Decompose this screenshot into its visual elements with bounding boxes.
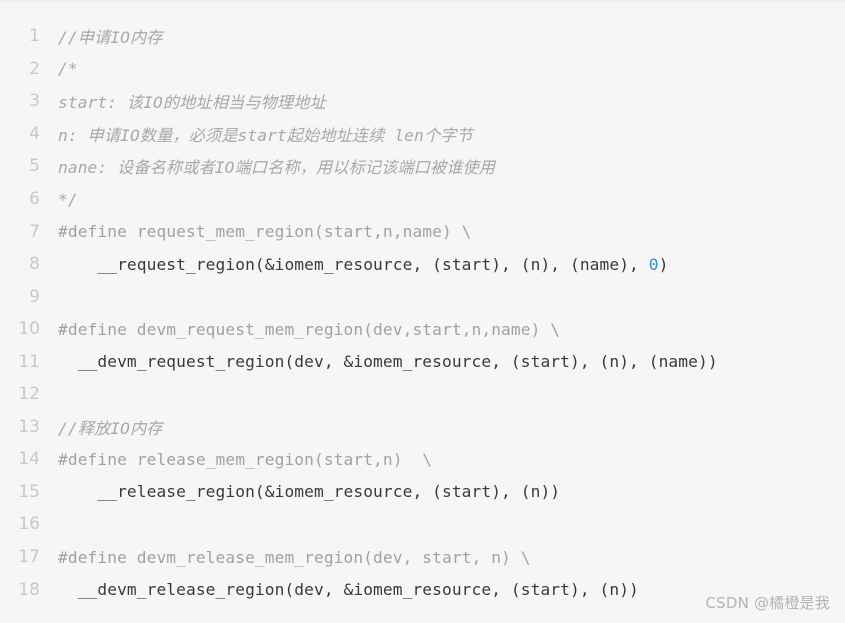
preprocessor-token: #define release_mem_region(start,n) \ — [58, 449, 433, 469]
line-number: 5 — [29, 156, 40, 177]
code-line: 3 start: 该IO的地址相当与物理地址 — [0, 85, 718, 118]
code-line: 6 */ — [0, 183, 718, 216]
comment-token: */ — [58, 189, 78, 209]
code-token: __devm_request_region(dev, &iomem_resour… — [58, 352, 718, 372]
line-code[interactable]: /* — [58, 59, 78, 78]
line-code[interactable]: n: 申请IO数量，必须是start起始地址连续 len个字节 — [58, 122, 473, 146]
code-token: __release_region(&iomem_resource, (start… — [58, 482, 561, 502]
line-number: 16 — [18, 514, 40, 535]
line-number: 14 — [18, 449, 40, 470]
preprocessor-token: #define devm_request_mem_region(dev,star… — [58, 319, 561, 339]
line-number: 7 — [29, 221, 40, 242]
code-line: 9 — [0, 280, 718, 313]
line-number: 8 — [29, 254, 40, 275]
comment-token: nane: 设备名称或者IO端口名称，用以标记该端口被谁使用 — [58, 158, 496, 178]
code-line: 14 #define release_mem_region(start,n) \ — [0, 443, 718, 476]
preprocessor-token: #define request_mem_region(start,n,name)… — [58, 222, 472, 242]
line-code[interactable]: #define release_mem_region(start,n) \ — [58, 450, 432, 469]
csdn-watermark: CSDN @橘橙是我 — [705, 594, 830, 612]
code-token: __request_region(&iomem_resource, (start… — [58, 254, 649, 274]
comment-token: start: 该IO的地址相当与物理地址 — [58, 93, 326, 113]
preprocessor-token: #define devm_release_mem_region(dev, sta… — [58, 547, 531, 567]
line-code[interactable]: */ — [58, 190, 78, 209]
code-line: 16 — [0, 508, 718, 541]
line-code[interactable]: #define request_mem_region(start,n,name)… — [58, 222, 472, 241]
line-code[interactable]: nane: 设备名称或者IO端口名称，用以标记该端口被谁使用 — [58, 154, 495, 178]
number-literal-token: 0 — [648, 254, 659, 274]
code-line: 8 __request_region(&iomem_resource, (sta… — [0, 248, 718, 281]
line-code[interactable]: __request_region(&iomem_resource, (start… — [58, 255, 668, 274]
code-line: 12 — [0, 378, 718, 411]
line-code[interactable]: #define devm_release_mem_region(dev, sta… — [58, 548, 531, 567]
code-line: 7 #define request_mem_region(start,n,nam… — [0, 215, 718, 248]
line-number: 15 — [18, 481, 40, 502]
line-number: 1 — [29, 26, 40, 47]
line-code[interactable]: __release_region(&iomem_resource, (start… — [58, 482, 560, 501]
code-line: 11 __devm_request_region(dev, &iomem_res… — [0, 345, 718, 378]
code-token: ) — [658, 254, 669, 274]
line-number: 13 — [18, 416, 40, 437]
comment-token: /* — [58, 59, 78, 79]
code-line: 5 nane: 设备名称或者IO端口名称，用以标记该端口被谁使用 — [0, 150, 718, 183]
comment-token: //申请IO内存 — [58, 28, 163, 48]
line-code[interactable]: //申请IO内存 — [58, 24, 163, 48]
line-number: 11 — [18, 351, 40, 372]
line-number: 12 — [18, 384, 40, 405]
line-number: 2 — [29, 58, 40, 79]
line-code[interactable]: //释放IO内存 — [58, 415, 163, 439]
line-number: 18 — [18, 579, 40, 600]
line-number: 3 — [29, 91, 40, 112]
line-code[interactable]: #define devm_request_mem_region(dev,star… — [58, 320, 560, 339]
code-line: 17 #define devm_release_mem_region(dev, … — [0, 541, 718, 574]
code-lines: 1 //申请IO内存 2 /* 3 start: 该IO的地址相当与物理地址 4… — [0, 20, 718, 606]
code-line: 4 n: 申请IO数量，必须是start起始地址连续 len个字节 — [0, 118, 718, 151]
line-code[interactable]: start: 该IO的地址相当与物理地址 — [58, 89, 326, 113]
line-number: 10 — [18, 319, 40, 340]
line-code[interactable]: __devm_request_region(dev, &iomem_resour… — [58, 352, 718, 371]
code-line: 15 __release_region(&iomem_resource, (st… — [0, 476, 718, 509]
line-number: 4 — [29, 123, 40, 144]
code-line: 2 /* — [0, 53, 718, 86]
code-line: 18 __devm_release_region(dev, &iomem_res… — [0, 573, 718, 606]
line-number: 6 — [29, 189, 40, 209]
comment-token: //释放IO内存 — [58, 418, 163, 438]
code-line: 13 //释放IO内存 — [0, 411, 718, 444]
line-number: 9 — [29, 286, 40, 307]
line-code[interactable]: __devm_release_region(dev, &iomem_resour… — [58, 580, 639, 599]
comment-token: n: 申请IO数量，必须是start起始地址连续 len个字节 — [58, 125, 473, 145]
code-token: __devm_release_region(dev, &iomem_resour… — [58, 580, 639, 600]
code-line: 10 #define devm_request_mem_region(dev,s… — [0, 313, 718, 346]
code-line: 1 //申请IO内存 — [0, 20, 718, 53]
line-number: 17 — [18, 547, 40, 568]
